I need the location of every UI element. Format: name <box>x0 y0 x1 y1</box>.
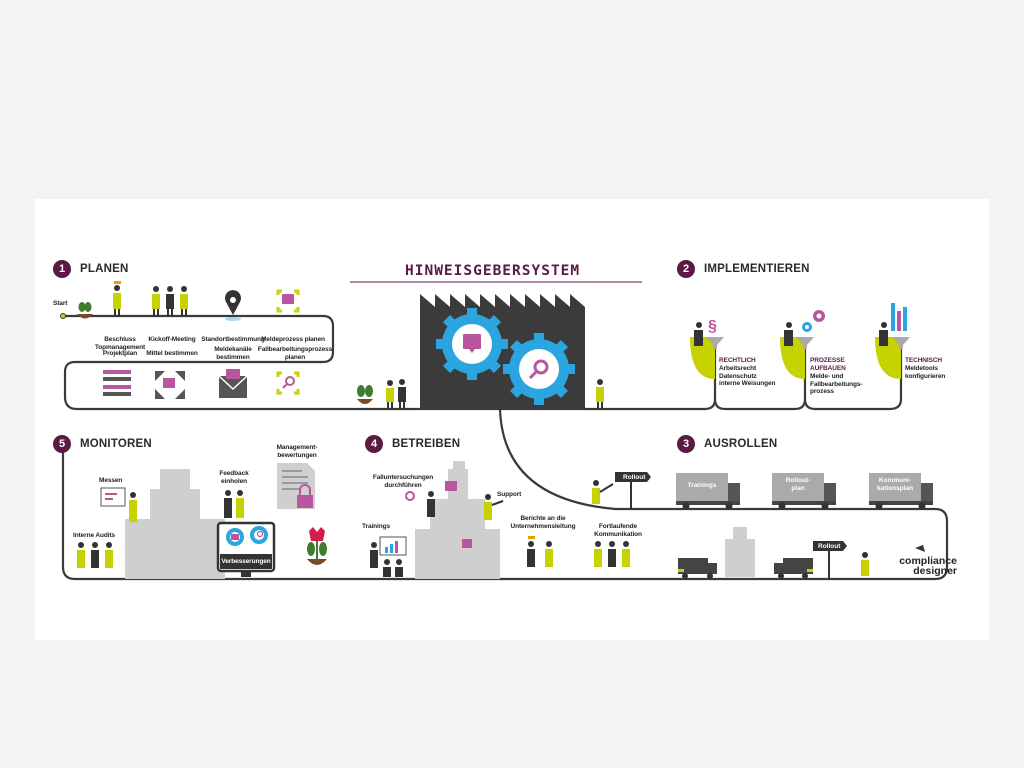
label-interne-audits: Interne Audits <box>73 532 116 539</box>
label-berichte: Berichte an die Unternehmensleitung <box>510 515 576 530</box>
label-trainings: Trainings <box>362 523 390 530</box>
phase-number-4: 4 <box>365 435 383 453</box>
process-illustration: § <box>60 281 949 581</box>
monitoren-icons <box>77 463 327 579</box>
truck-label-rollout: Rollout- plan <box>785 477 811 492</box>
truck-label-kommunikation: Kommuni- kationsplan <box>876 477 914 492</box>
infographic-panel: § <box>35 199 989 640</box>
truck-trainings <box>676 473 740 510</box>
label-rechtlich-body: Arbeitsrecht Datenschutz interne Weisung… <box>719 365 776 387</box>
label-kommunikation: Fortlaufende Kommunikation <box>594 523 642 538</box>
road-operate <box>61 408 949 581</box>
label-verbesserungen: Verbesserungen <box>221 558 271 565</box>
ausrollen-icons <box>592 472 933 579</box>
phase-number-3: 3 <box>677 435 695 453</box>
label-kickoff: Kickoff-Meeting <box>148 336 196 343</box>
label-projektplan: Projektplan <box>102 350 138 357</box>
svg-text:§: § <box>708 318 717 335</box>
phase-label-betreiben: BETREIBEN <box>392 438 461 450</box>
label-prozesse-body: Melde- und Fallbearbeitungs- prozess <box>810 373 863 395</box>
betreiben-buildings <box>415 461 500 579</box>
factory-illustration <box>420 294 585 409</box>
phase-label-planen: PLANEN <box>80 263 129 275</box>
label-management: Management- bewertungen <box>276 444 318 459</box>
phase-label-monitoren: MONITOREN <box>80 438 152 450</box>
implementieren-icons: § <box>690 303 910 379</box>
label-support: Support <box>497 491 522 498</box>
label-technisch-body: Meldetools konfigurieren <box>905 365 946 380</box>
phase-number-5: 5 <box>53 435 71 453</box>
phase-number-2: 2 <box>677 260 695 278</box>
rollout-sign: Rollout <box>623 474 646 481</box>
road-plan <box>63 314 717 411</box>
label-falluntersuchungen: Falluntersuchungen durchführen <box>372 474 434 489</box>
label-standort: Standortbestimmung <box>201 336 265 343</box>
label-fallbearbeitung: Fallbearbeitungsprozess planen <box>257 346 333 361</box>
label-beschluss: Beschluss Topmanagement <box>94 336 146 351</box>
label-feedback: Feedback einholen <box>219 470 249 485</box>
label-rechtlich-head: RECHTLICH <box>719 357 756 364</box>
compliance-designer-logo: compliance designer <box>899 555 957 577</box>
truck-kommunikation <box>869 473 933 510</box>
phase-label-ausrollen: AUSROLLEN <box>704 438 778 450</box>
planen-icons <box>60 281 300 399</box>
truck-label-trainings: Trainings <box>687 482 717 489</box>
label-messen: Messen <box>99 477 123 484</box>
people-near-factory <box>357 379 604 409</box>
label-mittel: Mittel bestimmen <box>146 350 198 357</box>
phase-number-1: 1 <box>53 260 71 278</box>
label-meldeprozess: Meldeprozess planen <box>261 336 325 343</box>
betreiben-icons <box>370 461 630 579</box>
phase-label-implementieren: IMPLEMENTIEREN <box>704 263 810 275</box>
monitoren-buildings <box>125 469 225 579</box>
rollout-sign-bottom: Rollout <box>818 543 841 550</box>
label-start: Start <box>53 300 68 307</box>
page-title: HINWEISGEBERSYSTEM <box>405 263 581 279</box>
label-technisch-head: TECHNISCH <box>905 357 943 364</box>
label-meldekanaele: Meldekanäle bestimmen <box>214 346 252 361</box>
label-prozesse-head: PROZESSE AUFBAUEN <box>810 357 846 372</box>
truck-rollout <box>772 473 836 510</box>
road-implement-2 <box>803 347 903 411</box>
